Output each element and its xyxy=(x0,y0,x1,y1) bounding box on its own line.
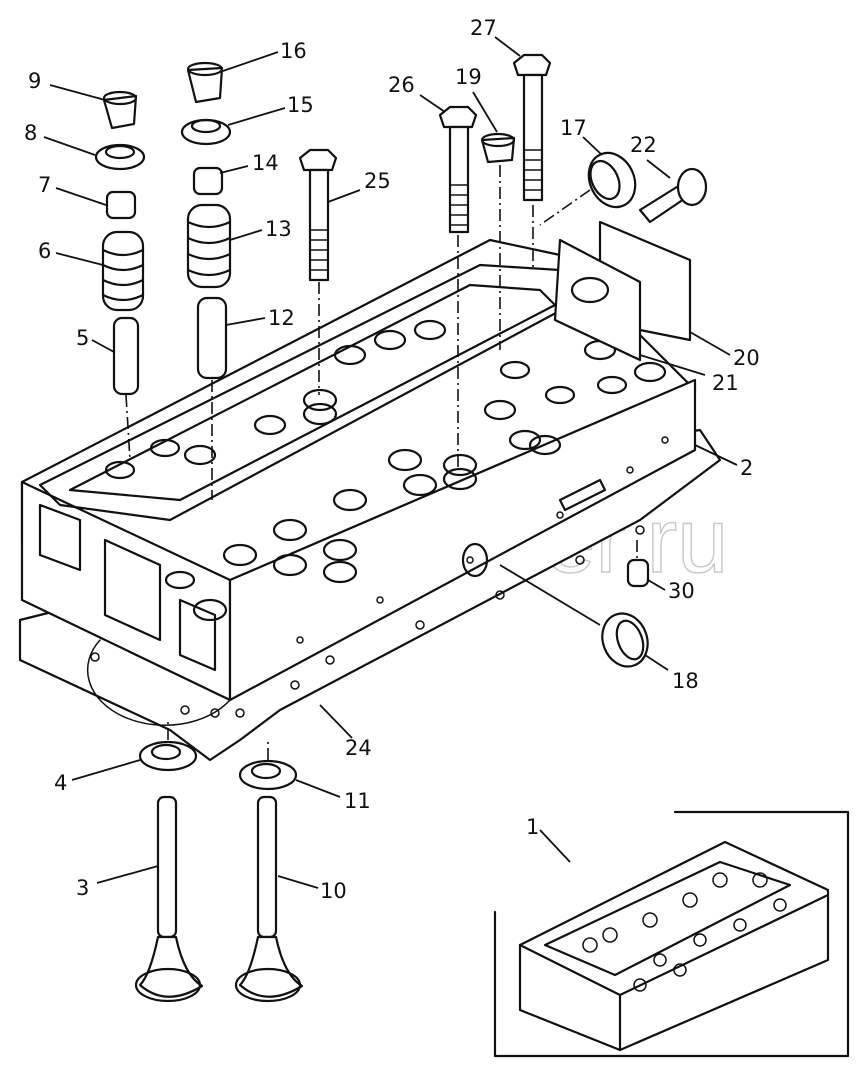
valve-stack-right xyxy=(180,61,232,500)
callout-18: 18 xyxy=(672,669,699,693)
callout-19: 19 xyxy=(455,65,482,89)
callout-30: 30 xyxy=(668,579,695,603)
callout-27: 27 xyxy=(470,16,497,40)
callout-9: 9 xyxy=(28,69,41,93)
valve-stack-left xyxy=(94,90,146,461)
callout-5: 5 xyxy=(76,326,89,350)
callout-6: 6 xyxy=(38,239,51,263)
callout-1: 1 xyxy=(526,815,539,839)
callout-24: 24 xyxy=(345,736,372,760)
plug-19 xyxy=(480,132,516,350)
callout-11: 11 xyxy=(344,789,371,813)
callout-15: 15 xyxy=(287,93,314,117)
callout-8: 8 xyxy=(24,121,37,145)
callout-20: 20 xyxy=(733,346,760,370)
callout-7: 7 xyxy=(38,173,51,197)
callout-14: 14 xyxy=(252,151,279,175)
callout-3: 3 xyxy=(76,876,89,900)
head-bolts xyxy=(298,53,552,470)
lower-parts xyxy=(138,540,650,791)
callouts: 9 8 7 6 5 16 15 14 13 12 25 26 19 27 17 … xyxy=(24,16,760,903)
callout-4: 4 xyxy=(54,771,67,795)
cylinder-head xyxy=(20,238,697,702)
callout-17: 17 xyxy=(560,116,587,140)
valves xyxy=(134,795,304,1003)
callout-12: 12 xyxy=(268,306,295,330)
callout-10: 10 xyxy=(320,879,347,903)
side-cover-parts xyxy=(539,151,708,362)
callout-13: 13 xyxy=(265,217,292,241)
callout-22: 22 xyxy=(630,133,657,157)
callout-26: 26 xyxy=(388,73,415,97)
callout-2: 2 xyxy=(740,456,753,480)
inset-assembly xyxy=(493,810,850,1058)
callout-16: 16 xyxy=(280,39,307,63)
callout-25: 25 xyxy=(364,169,391,193)
callout-21: 21 xyxy=(712,371,739,395)
